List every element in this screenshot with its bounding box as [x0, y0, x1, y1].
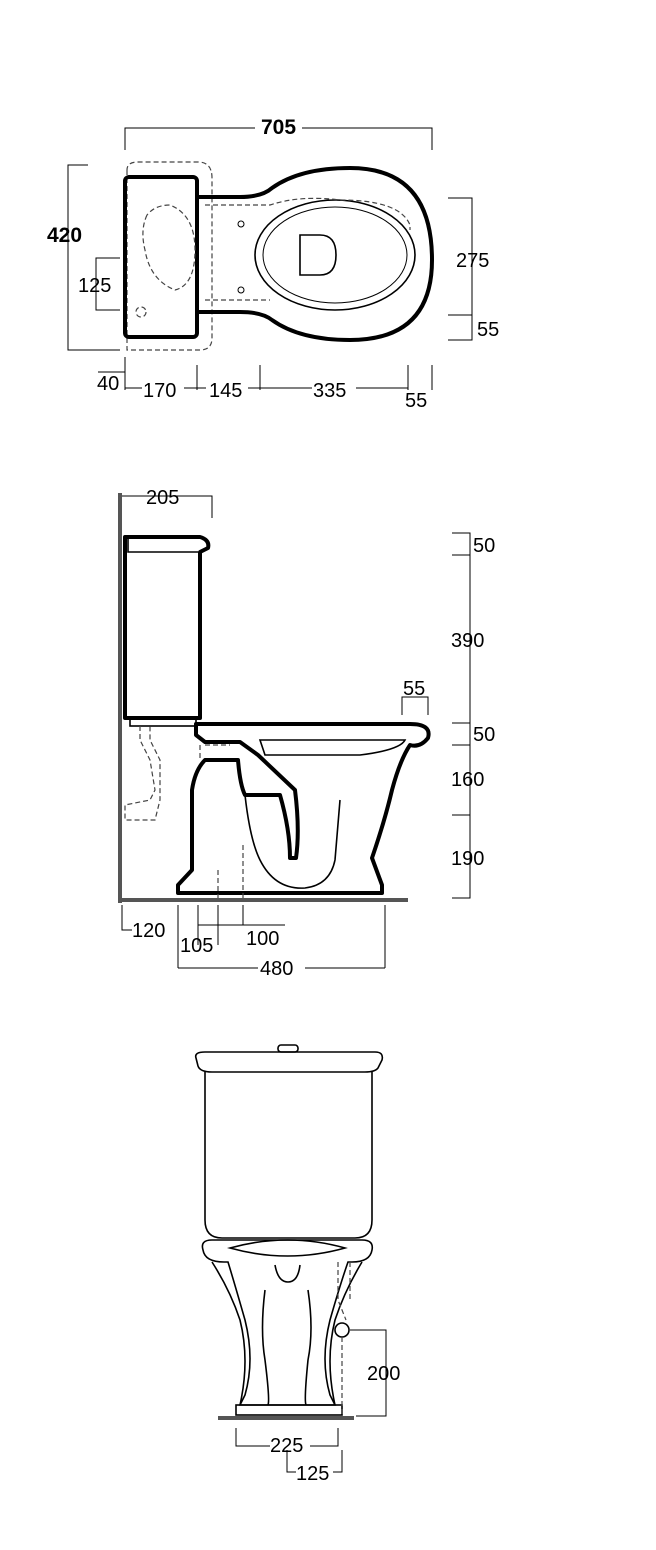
- inlet-valve: [334, 1322, 350, 1338]
- front-bowl: [201, 1239, 374, 1406]
- cistern-outline: [123, 175, 199, 339]
- dim-200: 200: [367, 1363, 400, 1385]
- front-floor: [218, 1416, 354, 1420]
- floor: [118, 898, 408, 902]
- front-lid: [194, 1051, 384, 1073]
- dim-145: 145: [209, 380, 242, 402]
- top-view: 705 420 125 275 55 40 170 145 335 55: [47, 116, 499, 412]
- side-view: 205 50 390 50 160 190 55 120 105 100 480: [118, 487, 495, 980]
- dim-160: 160: [451, 769, 484, 791]
- dim-480: 480: [260, 958, 293, 980]
- dim-125-top: 125: [78, 275, 111, 297]
- bowl-rim: [254, 199, 416, 311]
- dim-170: 170: [143, 380, 176, 402]
- side-cistern: [123, 535, 211, 720]
- side-bowl: [176, 722, 431, 895]
- dim-55-lip: 55: [403, 678, 425, 700]
- dim-40: 40: [97, 373, 119, 395]
- dim-190: 190: [451, 848, 484, 870]
- dim-275: 275: [456, 250, 489, 272]
- outlet-d: [299, 234, 337, 276]
- dim-420: 420: [47, 224, 82, 247]
- front-cistern: [204, 1072, 373, 1239]
- dim-120: 120: [132, 920, 165, 942]
- dim-705: 705: [261, 116, 296, 139]
- wall: [118, 493, 122, 903]
- dim-105: 105: [180, 935, 213, 957]
- dim-125-front: 125: [296, 1463, 329, 1485]
- dim-50-top: 50: [473, 535, 495, 557]
- dim-100: 100: [246, 928, 279, 950]
- dim-335: 335: [313, 380, 346, 402]
- dim-390: 390: [451, 630, 484, 652]
- bowl-outline: [195, 166, 434, 342]
- dim-55-bottom: 55: [405, 390, 427, 412]
- dim-50-rim: 50: [473, 724, 495, 746]
- front-view: 200 225 125: [194, 1044, 400, 1485]
- dim-55-right: 55: [477, 319, 499, 341]
- dim-205: 205: [146, 487, 179, 509]
- dim-225: 225: [270, 1435, 303, 1457]
